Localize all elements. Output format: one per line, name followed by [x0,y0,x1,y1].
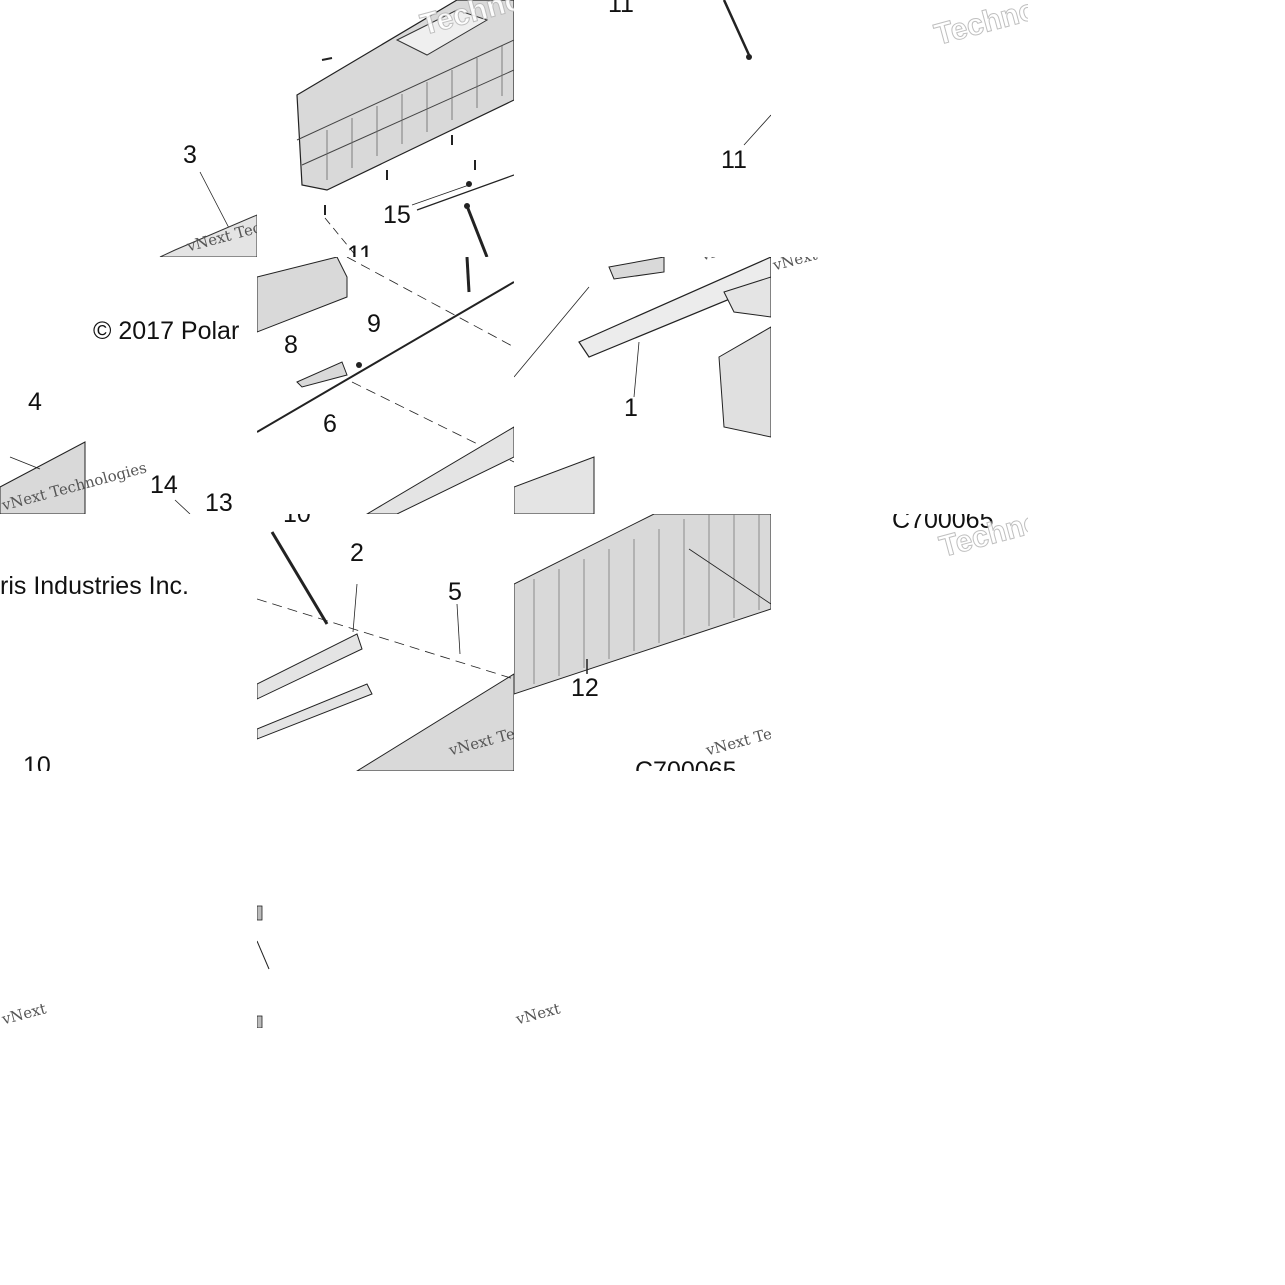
tile-bottom-left: vNext [0,771,257,1028]
callout-11-a: 11 [347,241,373,258]
tile-copyright-left: © 2017 Polar 4 14 13 vNext Technologies [0,257,257,514]
tile-callout-3: 3 vNext Technologies [0,0,257,257]
callout-11-b: 11 [608,0,634,18]
callout-10-b: 10 [283,514,311,528]
callout-5: 5 [448,578,462,606]
cable-artwork [722,0,771,146]
tile-right-edge: vNext Technologies [771,257,1028,514]
callout-3: 3 [183,141,197,169]
diagram-code-b: C700065 [892,514,994,534]
tile-tailgate-panel: 12 C700065 vNext Technologies [514,514,771,771]
tile-code-right: C700065 Technologies [771,514,1028,771]
rear-panel-artwork [296,0,514,257]
callout-4: 4 [28,388,42,416]
watermark-small-d: vNext Technologies [771,257,920,274]
callout-10-a: 10 [23,752,51,772]
callout-12: 12 [571,674,599,702]
tile-cable-top: 11 11 [514,0,771,257]
tile-bottom-middle: 7 [257,771,514,1028]
callout-14: 14 [150,471,178,499]
rod-rails-artwork [257,531,514,771]
leader-3-artwork [159,171,257,257]
callout-9: 9 [367,310,381,338]
callout-8: 8 [284,331,298,359]
tile-bottom-center-right: vNext [514,771,771,1028]
callout-6: 6 [323,410,337,438]
tile-watermark-top-right: Technologies [771,0,1028,257]
watermark-large-b: Technologies [930,0,1028,52]
diagram-code-a: C700065 [635,757,737,772]
copyright-right: ris Industries Inc. [0,572,189,600]
callout-7: 7 [513,853,514,878]
tile-rail: 1 vNext Technologies [514,257,771,514]
panel-corner-artwork [0,441,191,514]
callout-1: 1 [624,394,638,422]
rail-artwork [514,257,771,514]
latch-rod-artwork [257,257,514,514]
tile-rod-rails: 10 2 5 vNext Technologies [257,514,514,771]
tailgate-panel-artwork [514,514,771,695]
callout-15: 15 [383,201,411,229]
callout-11-c: 11 [721,146,747,174]
tile-copyright-right: ris Industries Inc. 10 [0,514,257,771]
callout-13: 13 [205,489,233,515]
tile-rear-panel-top: 15 11 Technologies [257,0,514,257]
copyright-left: © 2017 Polar [93,317,240,345]
callout-2: 2 [350,539,364,567]
tile-latch-rod: 9 8 6 [257,257,514,514]
watermark-fragment-b: vNext [514,999,563,1028]
watermark-fragment-a: vNext [0,999,49,1028]
fragment-artwork [257,905,270,1028]
